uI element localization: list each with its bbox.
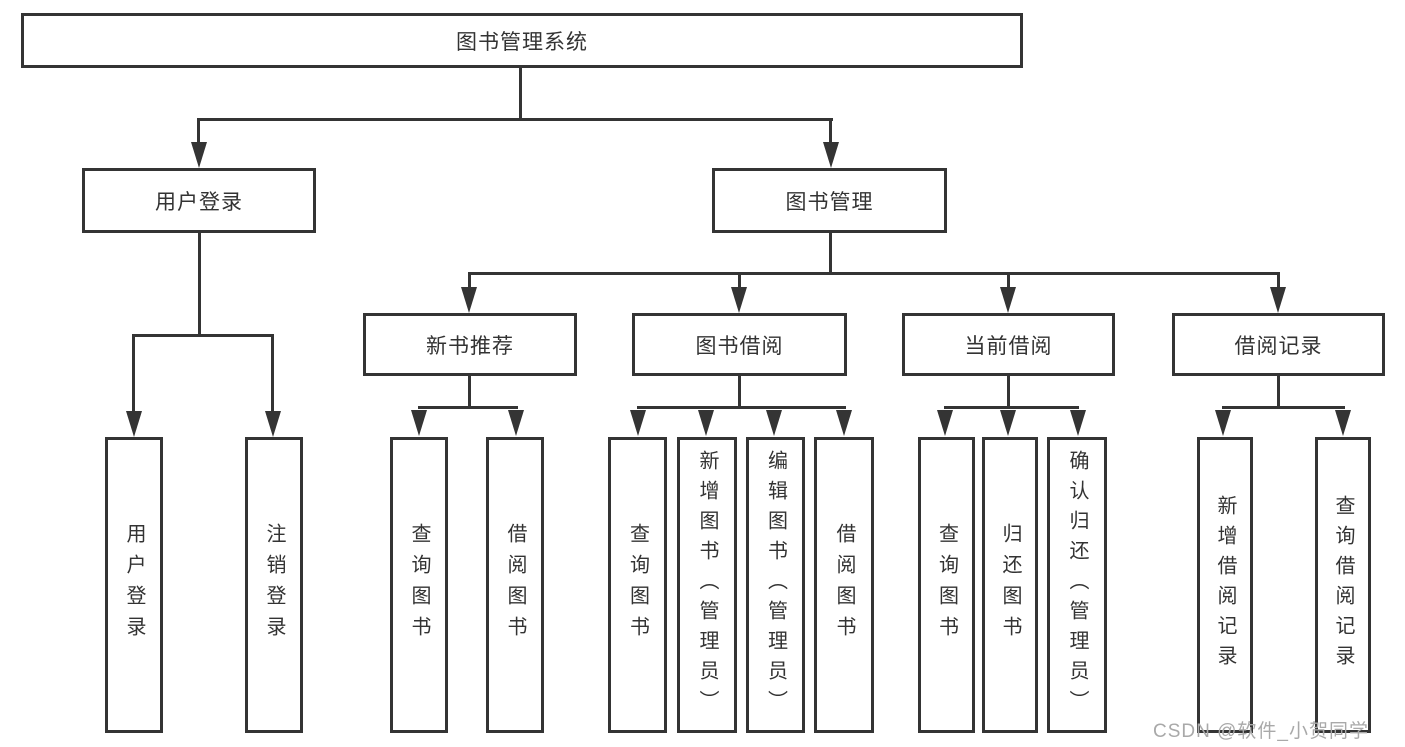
leaf-query-books-3: 查询图书	[918, 437, 975, 733]
connector	[468, 272, 1280, 275]
arrowhead	[1000, 287, 1016, 313]
leaf-add-borrow-record: 新增借阅记录	[1197, 437, 1253, 733]
arrowhead	[1000, 410, 1016, 436]
arrowhead	[461, 287, 477, 313]
connector	[271, 334, 274, 416]
arrowhead	[766, 410, 782, 436]
arrowhead	[1215, 410, 1231, 436]
leaf-user-login: 用户登录	[105, 437, 163, 733]
arrowhead	[630, 410, 646, 436]
connector	[829, 233, 832, 274]
connector	[738, 272, 741, 292]
arrowhead	[1270, 287, 1286, 313]
leaf-confirm-return-admin: 确认归还（管理员）	[1047, 437, 1107, 733]
connector	[418, 406, 518, 409]
node-new-book-recommend: 新书推荐	[363, 313, 577, 376]
node-current-borrow: 当前借阅	[902, 313, 1115, 376]
arrowhead	[937, 410, 953, 436]
connector	[1277, 272, 1280, 292]
leaf-borrow-books-2: 借阅图书	[814, 437, 874, 733]
connector	[1007, 272, 1010, 292]
connector	[1222, 406, 1345, 409]
watermark: CSDN @软件_小贺同学	[1153, 721, 1369, 742]
node-user-login: 用户登录	[82, 168, 316, 233]
connector	[637, 406, 846, 409]
leaf-query-books-1: 查询图书	[390, 437, 448, 733]
connector	[197, 118, 200, 146]
arrowhead	[411, 410, 427, 436]
connector	[944, 406, 1079, 409]
arrowhead	[1070, 410, 1086, 436]
connector	[468, 376, 471, 408]
connector	[519, 68, 522, 120]
arrowhead	[126, 411, 142, 437]
node-book-management: 图书管理	[712, 168, 947, 233]
connector	[1277, 376, 1280, 408]
arrowhead	[191, 142, 207, 168]
leaf-query-books-2: 查询图书	[608, 437, 667, 733]
connector	[198, 233, 201, 336]
connector	[829, 118, 832, 146]
arrowhead	[823, 142, 839, 168]
node-borrow-records: 借阅记录	[1172, 313, 1385, 376]
leaf-edit-book-admin: 编辑图书（管理员）	[746, 437, 805, 733]
arrowhead	[836, 410, 852, 436]
arrowhead	[1335, 410, 1351, 436]
connector	[1007, 376, 1010, 408]
arrowhead	[265, 411, 281, 437]
leaf-add-book-admin: 新增图书（管理员）	[677, 437, 737, 733]
leaf-borrow-books-1: 借阅图书	[486, 437, 544, 733]
leaf-query-borrow-record: 查询借阅记录	[1315, 437, 1371, 733]
leaf-logout: 注销登录	[245, 437, 303, 733]
node-root: 图书管理系统	[21, 13, 1023, 68]
arrowhead	[731, 287, 747, 313]
arrowhead	[508, 410, 524, 436]
leaf-return-books: 归还图书	[982, 437, 1038, 733]
connector	[132, 334, 274, 337]
node-book-borrow: 图书借阅	[632, 313, 847, 376]
connector	[468, 272, 471, 292]
connector	[197, 118, 833, 121]
arrowhead	[698, 410, 714, 436]
connector	[738, 376, 741, 408]
connector	[132, 334, 135, 416]
